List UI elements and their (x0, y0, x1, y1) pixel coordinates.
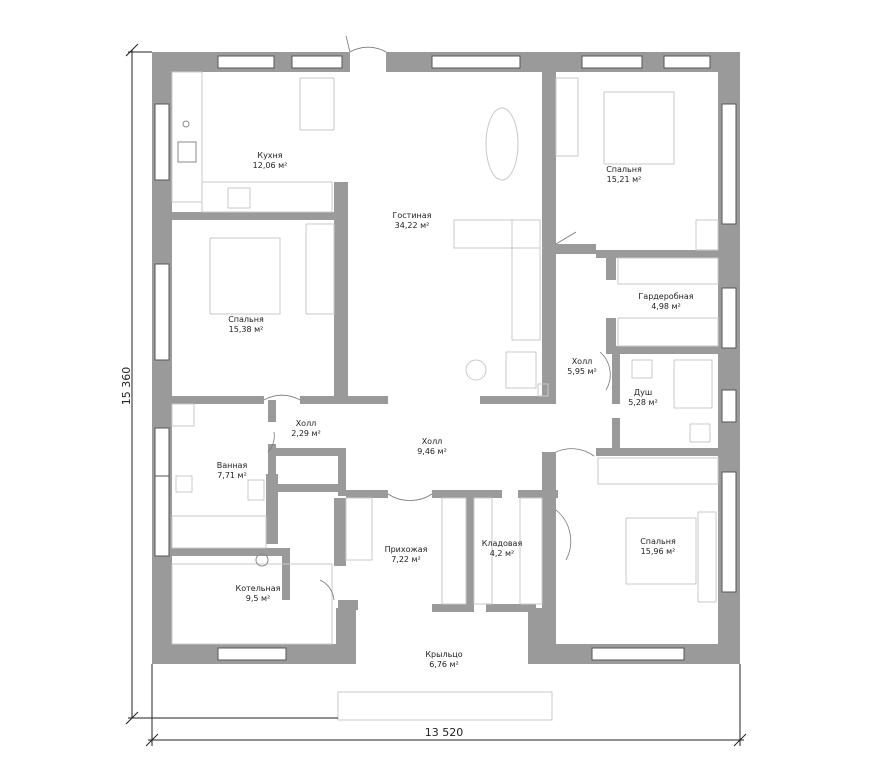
bath-name: Ванная (217, 461, 248, 470)
windows (154, 55, 737, 661)
bedroom-se-area: 15,96 м² (641, 547, 676, 556)
hall-c-name: Холл (422, 437, 443, 446)
shower-area: 5,28 м² (628, 398, 658, 407)
pantry-name: Кладовая (482, 539, 523, 548)
bedroom-ne-name: Спальня (606, 165, 642, 174)
kitchen-name: Кухня (257, 151, 282, 160)
bedroom-se-name: Спальня (640, 537, 676, 546)
outer-walls (152, 52, 740, 664)
hall-e-area: 5,95 м² (567, 367, 597, 376)
pantry-area: 4,2 м² (490, 549, 515, 558)
room-labels: Кухня 12,06 м² Гостиная 34,22 м² Спальня… (217, 151, 694, 669)
interior-walls (172, 72, 720, 612)
width-dimension: 13 520 (425, 726, 464, 739)
entry-name: Прихожая (385, 545, 428, 554)
bedroom-w-area: 15,38 м² (229, 325, 264, 334)
shower-name: Душ (634, 388, 652, 397)
hall-e-name: Холл (572, 357, 593, 366)
dimension-lines: 15 360 13 520 (120, 43, 747, 747)
hall-c-area: 9,46 м² (417, 447, 447, 456)
doors (263, 35, 611, 601)
wardrobe-area: 4,98 м² (651, 302, 681, 311)
bedroom-ne-area: 15,21 м² (607, 175, 642, 184)
living-area: 34,22 м² (395, 221, 430, 230)
hall-w-area: 2,29 м² (291, 429, 321, 438)
furniture (171, 71, 719, 721)
hall-w-name: Холл (296, 419, 317, 428)
porch-name: Крыльцо (425, 650, 462, 659)
living-name: Гостиная (393, 211, 432, 220)
kitchen-area: 12,06 м² (253, 161, 288, 170)
wardrobe-name: Гардеробная (638, 292, 693, 301)
bedroom-w-name: Спальня (228, 315, 264, 324)
boiler-area: 9,5 м² (246, 594, 271, 603)
boiler-name: Котельная (236, 584, 281, 593)
entry-area: 7,22 м² (391, 555, 421, 564)
height-dimension: 15 360 (120, 367, 133, 406)
porch-area: 6,76 м² (429, 660, 459, 669)
bath-area: 7,71 м² (217, 471, 247, 480)
